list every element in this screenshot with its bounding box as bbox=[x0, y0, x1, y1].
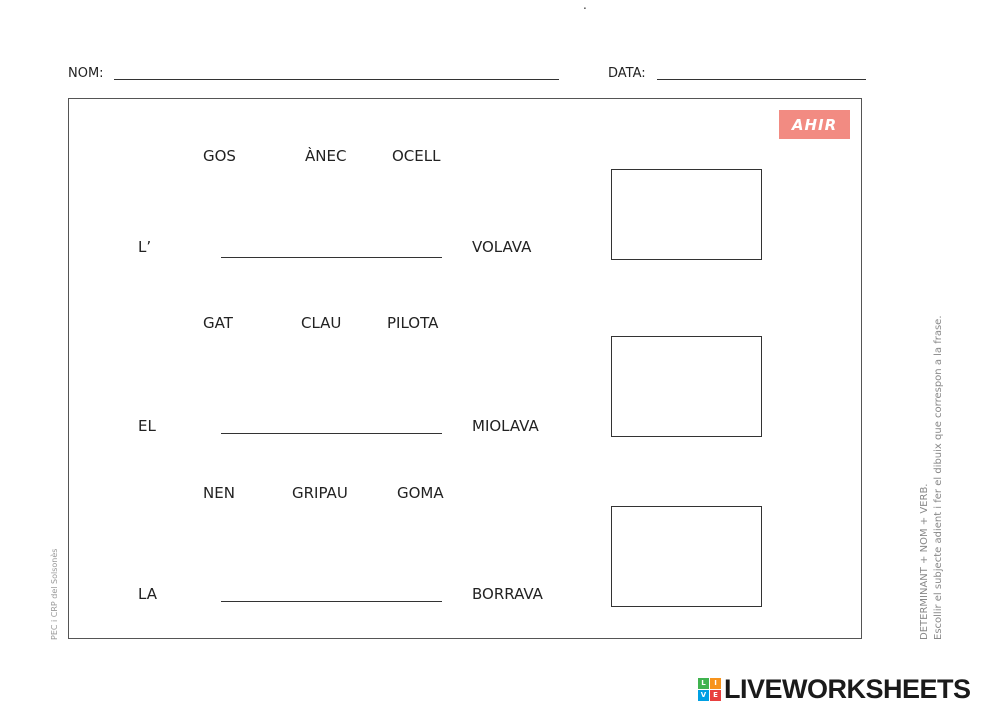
answer-field[interactable] bbox=[221, 433, 442, 434]
option-word: GAT bbox=[203, 314, 233, 332]
worksheet-frame bbox=[68, 98, 862, 639]
header-mark: . bbox=[583, 0, 587, 12]
drawing-box[interactable] bbox=[611, 336, 762, 437]
name-field[interactable] bbox=[114, 79, 559, 80]
option-word: GRIPAU bbox=[292, 484, 348, 502]
verb: VOLAVA bbox=[472, 238, 532, 256]
option-word: NEN bbox=[203, 484, 235, 502]
logo-icon: L I V E bbox=[698, 678, 721, 701]
determinant: L’ bbox=[138, 238, 152, 256]
answer-field[interactable] bbox=[221, 257, 442, 258]
date-label: DATA: bbox=[608, 66, 646, 81]
option-word: GOMA bbox=[397, 484, 444, 502]
option-word: PILOTA bbox=[387, 314, 439, 332]
verb: MIOLAVA bbox=[472, 417, 539, 435]
name-label: NOM: bbox=[68, 66, 104, 81]
logo-tile: E bbox=[710, 690, 721, 701]
drawing-box[interactable] bbox=[611, 506, 762, 607]
answer-field[interactable] bbox=[221, 601, 442, 602]
logo-text: LIVEWORKSHEETS bbox=[724, 674, 971, 704]
date-field[interactable] bbox=[657, 79, 866, 80]
logo-tile: I bbox=[710, 678, 721, 689]
side-instruction: DETERMINANT + NOM + VERB. Escollir el su… bbox=[918, 240, 946, 640]
option-word: ÀNEC bbox=[305, 147, 347, 165]
option-word: OCELL bbox=[392, 147, 441, 165]
instruction-line2: Escollir el subjecte adient i fer el dib… bbox=[933, 315, 944, 640]
tense-badge: AHIR bbox=[779, 110, 850, 139]
credit-text: PEC i CRP del Solsonès bbox=[50, 548, 59, 640]
determinant: LA bbox=[138, 585, 157, 603]
drawing-box[interactable] bbox=[611, 169, 762, 260]
verb: BORRAVA bbox=[472, 585, 543, 603]
option-word: CLAU bbox=[301, 314, 342, 332]
logo-tile: L bbox=[698, 678, 709, 689]
instruction-line1: DETERMINANT + NOM + VERB. bbox=[919, 483, 930, 640]
option-word: GOS bbox=[203, 147, 236, 165]
logo-tile: V bbox=[698, 690, 709, 701]
determinant: EL bbox=[138, 417, 156, 435]
liveworksheets-logo: L I V E LIVEWORKSHEETS bbox=[698, 674, 971, 705]
